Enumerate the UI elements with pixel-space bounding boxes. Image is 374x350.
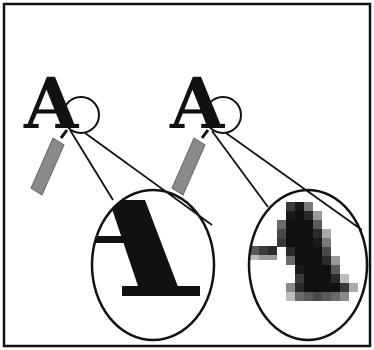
bitmap-panel: A bbox=[169, 62, 367, 340]
vector-handle bbox=[31, 138, 64, 195]
bitmap-handle bbox=[172, 138, 205, 195]
bitmap-zoom-detail bbox=[250, 202, 358, 301]
vector-zoom-detail bbox=[85, 200, 200, 296]
vector-projection-line-1 bbox=[70, 130, 113, 200]
